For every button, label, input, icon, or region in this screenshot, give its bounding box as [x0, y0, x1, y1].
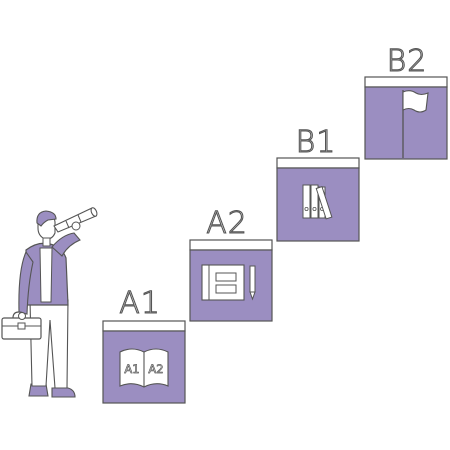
person-with-telescope	[1, 207, 98, 398]
step-a1: A1 A1 A2	[102, 285, 186, 404]
step-b1: B1	[276, 124, 360, 242]
left-hand	[18, 312, 26, 320]
shirt	[39, 247, 53, 303]
step-b2: B2	[364, 43, 448, 160]
right-shoe	[51, 387, 76, 398]
open-book-icon: A1 A2	[119, 348, 169, 388]
binders-icon	[302, 184, 333, 220]
step-a1-ledge	[102, 320, 186, 332]
right-hand	[71, 221, 81, 231]
step-b2-label: B2	[387, 44, 428, 79]
left-arm	[18, 250, 34, 315]
book-left-text: A1	[124, 362, 139, 376]
book-right-text: A2	[148, 362, 163, 376]
step-b2-ledge	[364, 76, 448, 88]
trousers	[29, 299, 69, 389]
right-arm	[51, 232, 81, 257]
step-a2: A2	[189, 205, 273, 322]
step-b1-label: B1	[296, 125, 337, 160]
step-a2-ledge	[189, 239, 273, 251]
notebook-pencil-icon	[201, 264, 256, 301]
step-b1-ledge	[276, 157, 360, 169]
neck	[42, 237, 51, 247]
flag-icon	[402, 90, 429, 158]
hair	[36, 210, 57, 227]
step-a1-label: A1	[119, 286, 161, 321]
telescope-icon	[53, 207, 98, 233]
step-a2-label: A2	[206, 206, 248, 241]
